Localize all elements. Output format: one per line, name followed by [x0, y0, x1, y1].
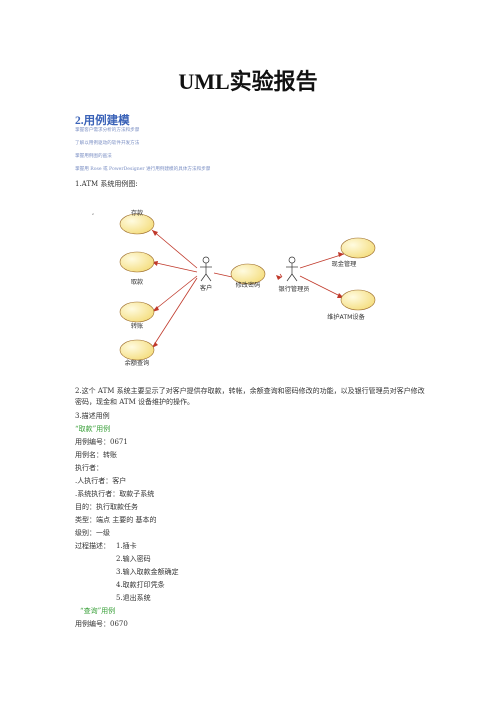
description-paragraph: 2.这个 ATM 系统主要显示了对客户提供存取款，转帐，余额查询和密码修改的功能…	[75, 387, 425, 406]
objective-1: 掌握客户需求分析的方法和步骤	[75, 128, 140, 133]
usecase2-number: 用例编号：0670	[75, 620, 128, 628]
usecase1-system-actor: .系统执行者：取款子系统	[75, 490, 155, 498]
usecase2-title: “查询”用例	[80, 607, 116, 615]
usecase1-step-1: 1.插卡	[116, 542, 137, 550]
usecase1-name: 用例名：转账	[75, 451, 117, 459]
usecase-transfer	[119, 301, 155, 323]
atm-usecase-diagram: ’ 存款 取款 转账 余额查询 客户 修改密码	[92, 209, 376, 367]
page-title: UML实验报告	[178, 69, 318, 94]
usecase1-step-2: 2.输入密码	[116, 555, 151, 563]
usecase-deposit-label: 存款	[131, 209, 143, 217]
atm-diagram-caption: 1.ATM 系统用例图:	[75, 180, 138, 188]
association-lines	[151, 229, 345, 349]
usecase-balance-query	[119, 339, 155, 361]
actor-admin-figure	[286, 256, 298, 282]
usecase1-title: “取款”用例	[75, 425, 111, 433]
usecase1-actor-label: 执行者：	[75, 464, 103, 472]
usecase1-human-actor: .人执行者：客户	[75, 477, 127, 485]
usecase-withdraw-label: 取款	[131, 278, 143, 286]
objective-4: 掌握用 Rose 或 PowerDesigner 进行用例建模的具体方法和步骤	[75, 167, 211, 172]
usecase-maintain-atm	[340, 289, 376, 311]
actor-admin-label: 银行管理员	[279, 285, 310, 293]
usecase-change-password	[230, 263, 266, 285]
usecase-balance-query-label: 余额查询	[125, 359, 150, 367]
usecase1-type: 类型：端点 主要的 基本的	[75, 516, 157, 524]
actor-customer-figure	[200, 256, 212, 282]
section-heading: 2.用例建模	[75, 115, 130, 127]
objective-3: 掌握用例图的画法	[75, 154, 112, 159]
usecase-transfer-label: 转账	[131, 322, 143, 330]
usecase1-number: 用例编号：0671	[75, 438, 128, 446]
usecase1-goal: 目的：执行取款任务	[75, 503, 138, 511]
usecase1-step-5: 5.退出系统	[116, 594, 151, 602]
usecase-desc-label: 3.描述用例	[75, 412, 110, 420]
usecase-withdraw	[119, 251, 155, 273]
usecase-cash-management-label: 现金管理	[332, 260, 357, 268]
usecase1-step-4: 4.取款打印凭条	[116, 581, 165, 589]
usecase1-step-3: 3.输入取款金额确定	[116, 568, 179, 576]
usecase-deposit	[119, 213, 155, 235]
actor-customer-label: 客户	[200, 284, 212, 292]
usecase-maintain-atm-label: 维护ATM设备	[327, 313, 365, 321]
usecase-change-password-label: 修改密码	[236, 281, 261, 289]
objective-2: 了解以用例驱动的软件开发方法	[75, 141, 140, 146]
diagram-mark: ’	[92, 213, 94, 220]
usecase-cash-management	[340, 237, 376, 259]
usecase1-level: 级别：一级	[75, 529, 110, 537]
usecase1-process-label: 过程描述：	[75, 542, 110, 550]
